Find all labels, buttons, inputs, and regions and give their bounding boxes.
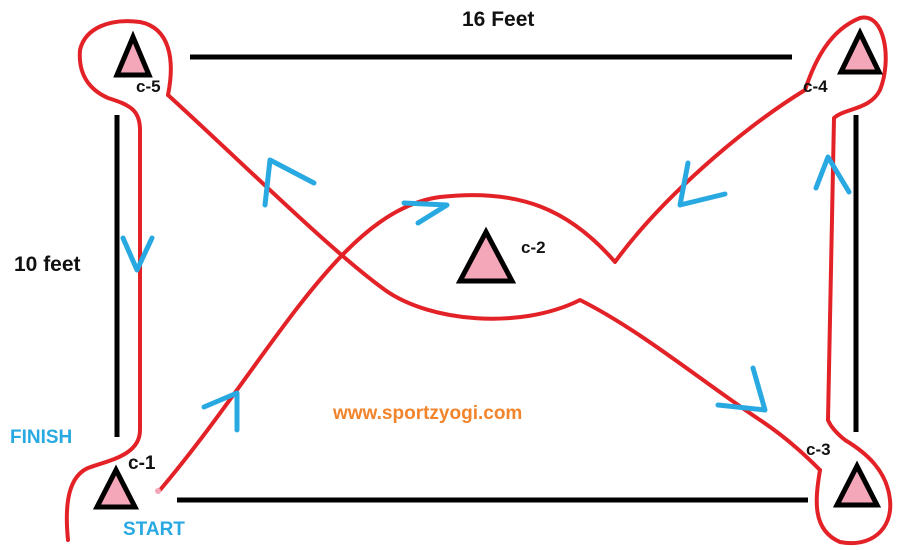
chevron-arrow-icon-c3-diag [715, 365, 768, 413]
path-c5-loop-to-finish [64, 19, 173, 542]
chevron-arrow-icon-c5-diag [262, 157, 317, 208]
cone-label-c5: c-5 [136, 77, 161, 96]
cone-c1-icon [92, 464, 140, 510]
cones [92, 27, 883, 510]
cone-label-c2: c-2 [521, 238, 546, 257]
path-c1-to-c4 [158, 88, 807, 492]
width-label: 16 Feet [462, 8, 535, 31]
chevron-arrow-icon-left-down [120, 235, 155, 273]
cone-label-c1: c-1 [128, 453, 156, 474]
cone-c2-icon [455, 226, 517, 284]
boundary-lines [114, 54, 859, 503]
chevron-arrow-icon-hump [401, 200, 450, 226]
cone-label-c3: c-3 [806, 440, 831, 459]
cone-c5-icon [113, 30, 153, 78]
finish-label: FINISH [10, 427, 73, 448]
chevron-arrow-icon-c4-diag [677, 160, 728, 208]
run-path [64, 15, 893, 546]
cone-label-c4: c-4 [803, 77, 828, 96]
start-label: START [123, 519, 185, 540]
path-c3-loop [814, 418, 893, 546]
chevron-arrow-icon-right-up [813, 154, 852, 195]
direction-arrows [120, 154, 852, 433]
path-c5-to-c3 [166, 93, 822, 472]
path-c4-loop [803, 15, 888, 422]
website-label: www.sportzyogi.com [333, 403, 523, 424]
height-label: 10 feet [14, 253, 81, 276]
start-point [155, 488, 161, 494]
cone-c3-icon [832, 460, 882, 508]
cone-c4-icon [837, 27, 883, 75]
chevron-arrow-icon-c1-diag [201, 390, 240, 433]
